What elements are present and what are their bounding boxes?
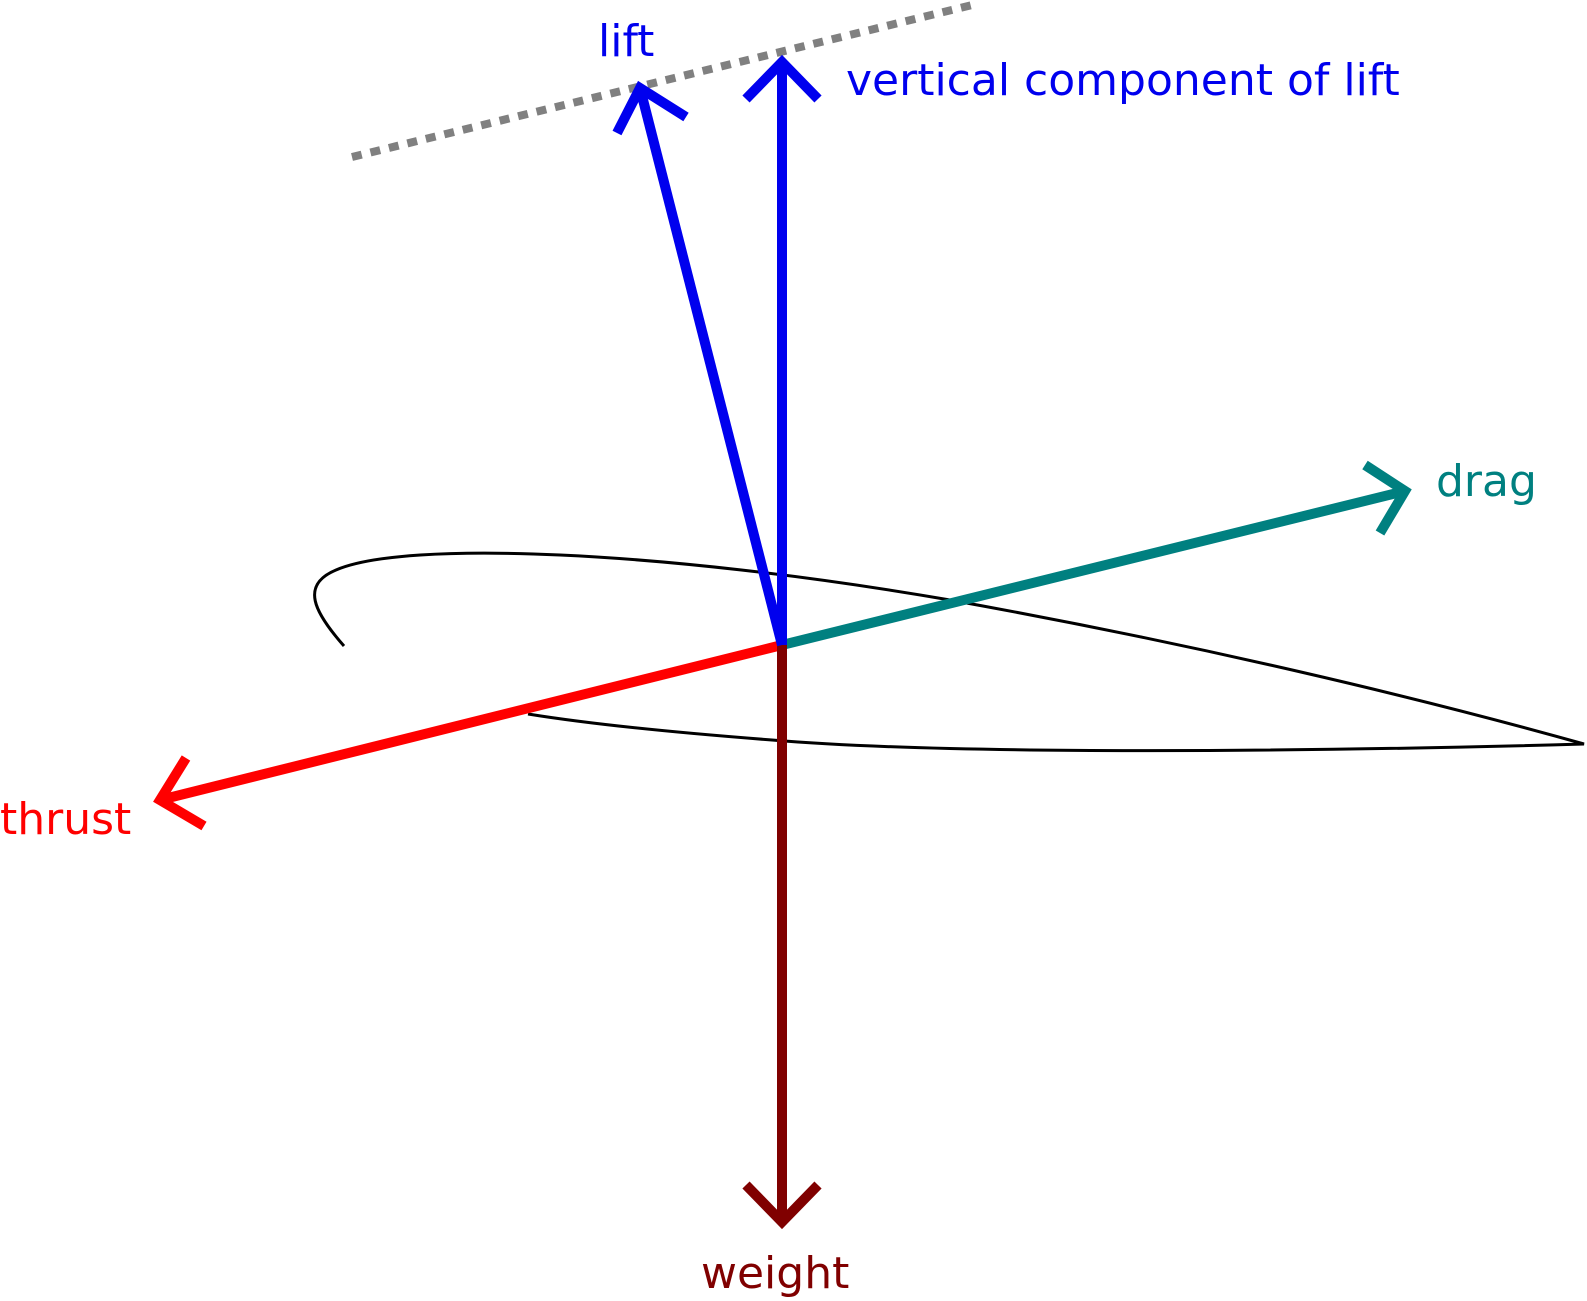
vertical-component-label: vertical component of lift	[846, 55, 1400, 106]
airfoil-outline	[313, 551, 1585, 753]
lift-label: lift	[598, 16, 654, 67]
weight-label: weight	[701, 1248, 849, 1299]
drag-label: drag	[1436, 456, 1537, 507]
vertical-lift-component-arrow	[742, 54, 822, 645]
weight-arrow	[742, 645, 822, 1230]
drag-arrow	[780, 460, 1412, 650]
thrust-label: thrust	[0, 794, 131, 845]
thrust-arrow	[153, 640, 784, 831]
lift-arrow	[612, 80, 787, 647]
